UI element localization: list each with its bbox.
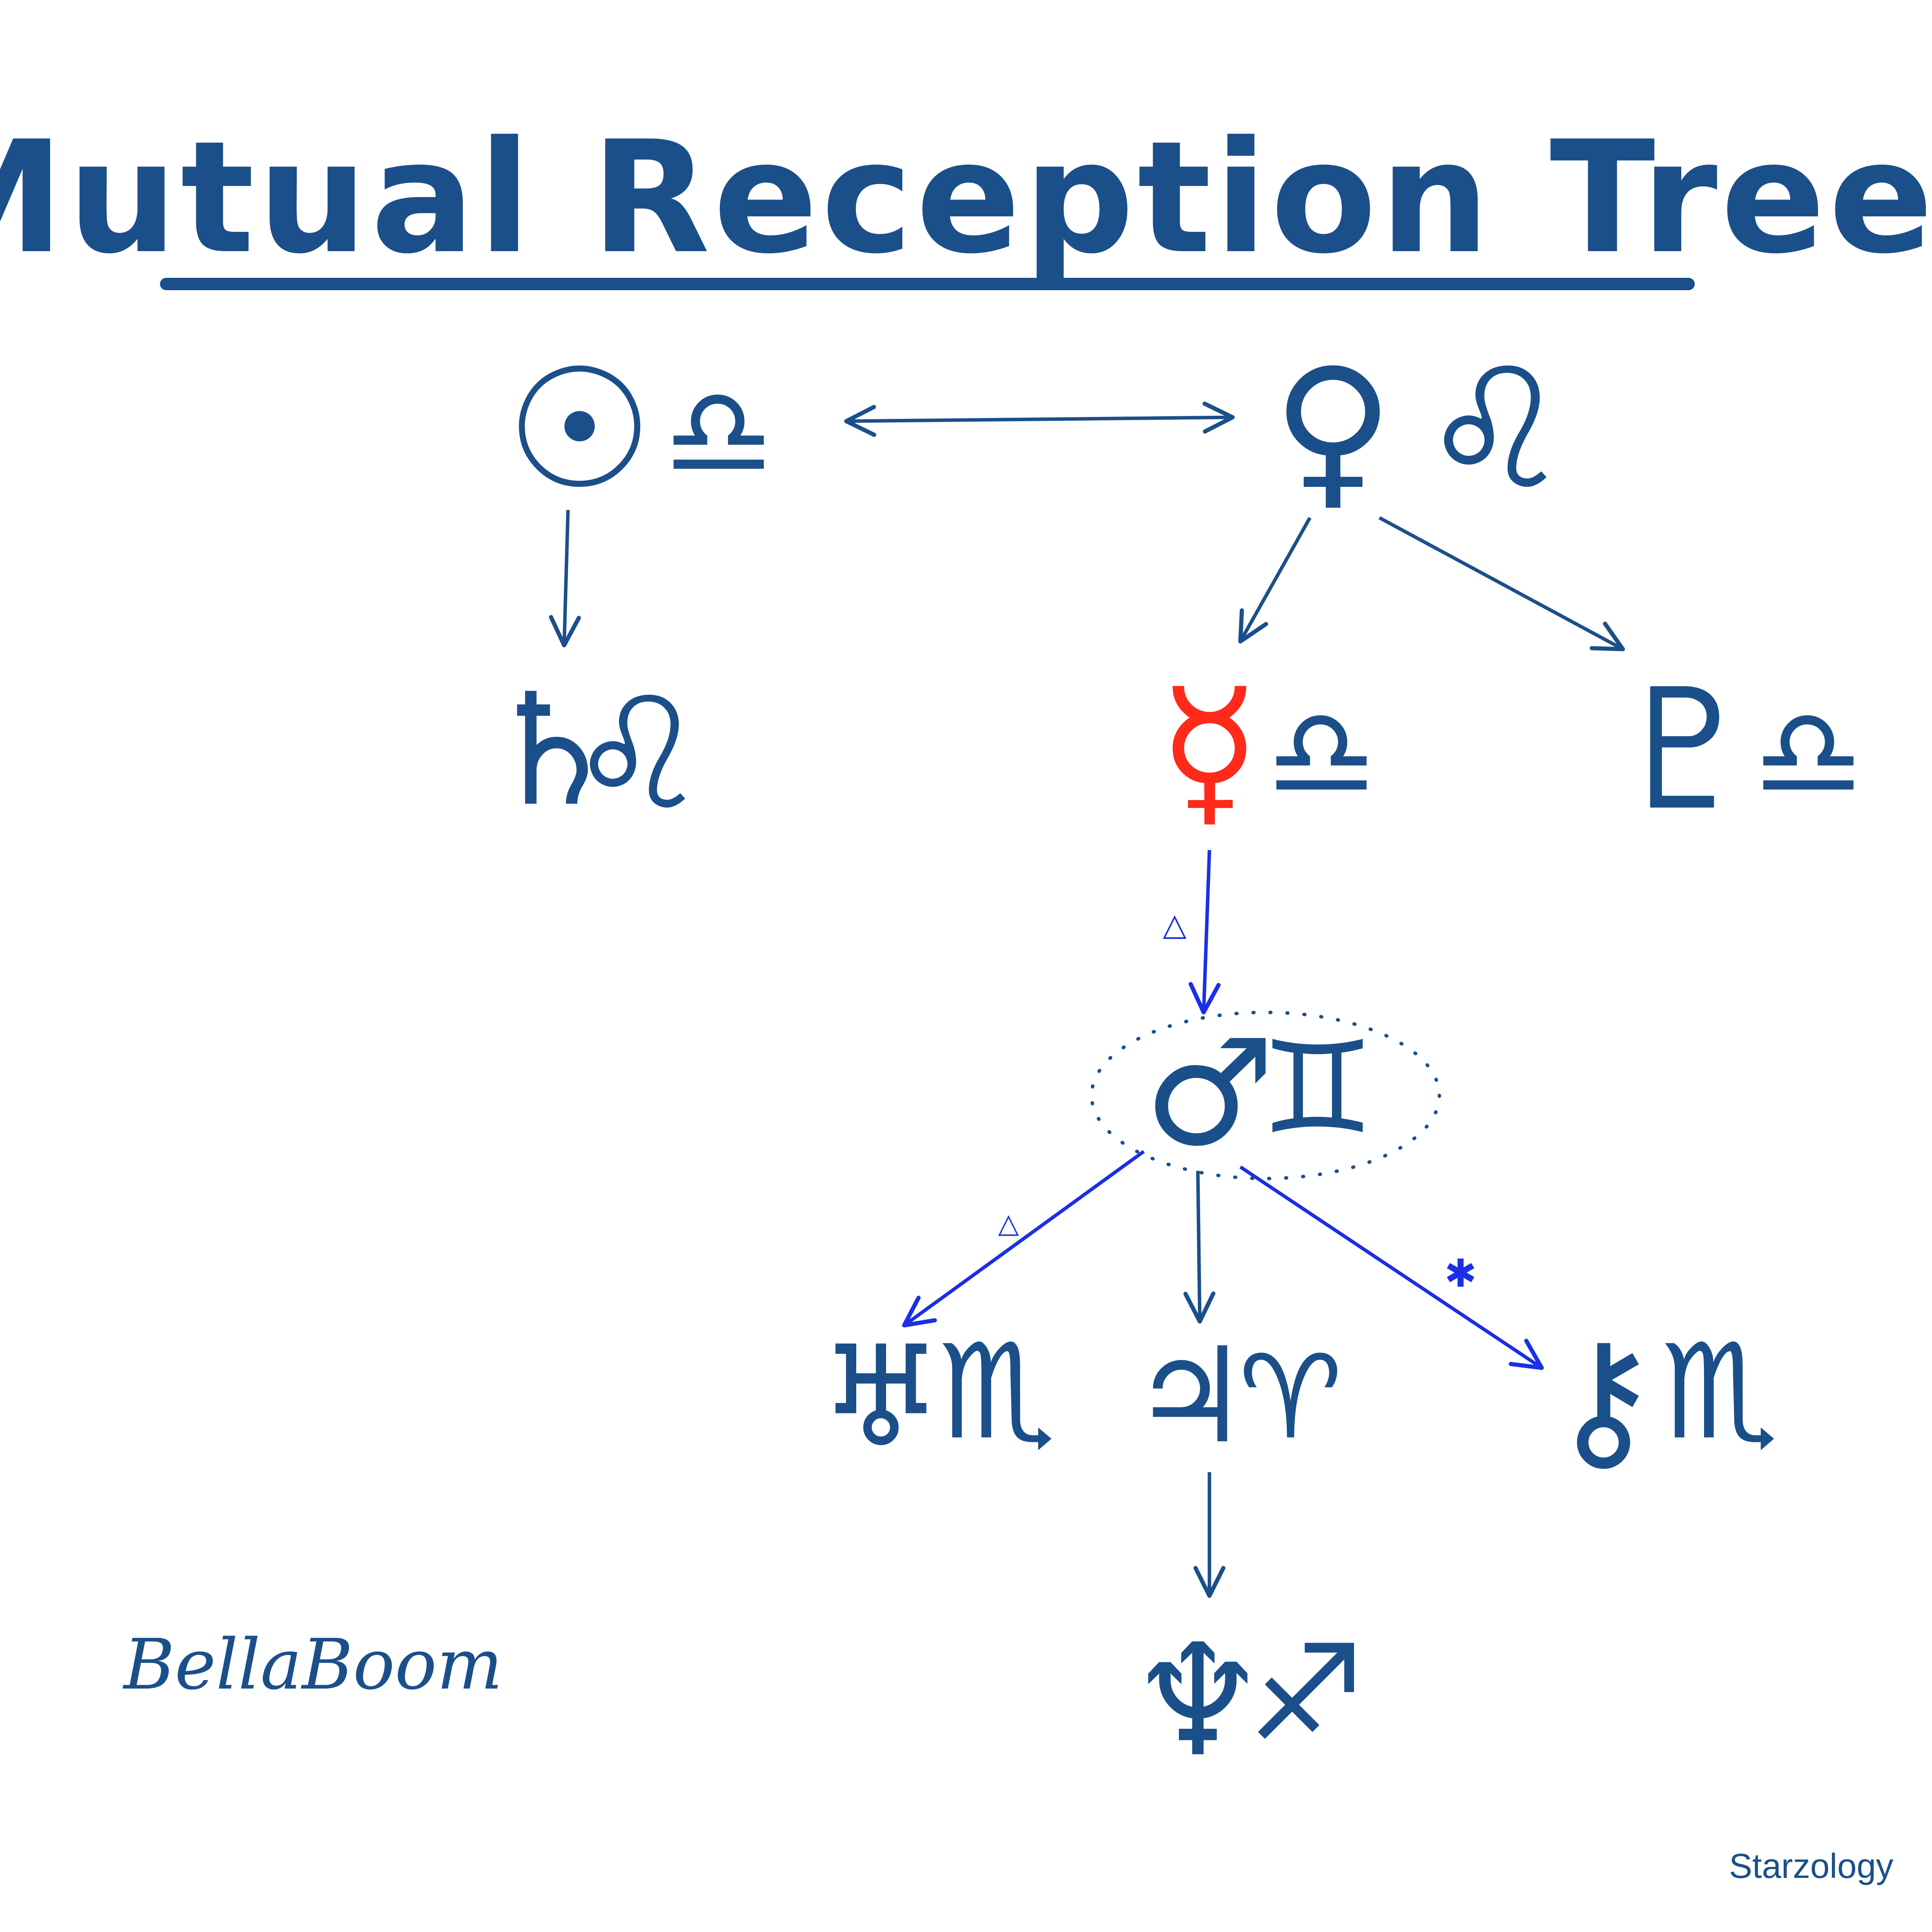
leo-glyph: ♌ [568,665,707,844]
diagram-title: Mutual Reception Tree [0,108,1932,288]
mars-glyph: ♂ [1144,1007,1276,1179]
gemini-glyph: ♊ [1260,1014,1375,1162]
chiron-glyph: ⚷ [1547,1310,1660,1490]
node-uranus-scorpio: ♅ ♏ [819,1316,1056,1478]
edge-mars-chiron [1239,1165,1544,1370]
edges [549,401,1625,1598]
node-saturn-leo: ♄ ♌ [483,661,707,844]
node-venus-leo: ♀ ♌ [1272,333,1570,526]
node-pluto-libra: ♇ ♎ [1610,654,1864,847]
saturn-glyph: ♄ [483,661,622,840]
uranus-glyph: ♅ [819,1316,944,1478]
aspect-labels: △ △ ✱ [998,906,1477,1296]
libra-glyph: ♎ [663,361,774,505]
node-mars-gemini: ♂ ♊ [1144,1007,1375,1179]
sextile-glyph: ✱ [1444,1251,1477,1296]
trine-glyph: △ [1163,906,1187,942]
edge-mars-uranus [902,1150,1145,1328]
node-chiron-scorpio: ⚷ ♏ [1547,1310,1779,1490]
libra-glyph: ♎ [1753,682,1864,825]
node-jupiter-aries: ♃ ♈ [1131,1320,1343,1473]
libra-glyph: ♎ [1266,682,1377,825]
leo-glyph: ♌ [1421,333,1570,526]
edge-sun-venus-mutual [844,401,1235,437]
edge-venus-pluto [1378,516,1625,651]
trine-glyph: △ [998,1208,1019,1239]
mercury-glyph: ☿ [1158,654,1260,847]
neptune-glyph: ♆ [1129,1611,1267,1791]
jupiter-glyph: ♃ [1131,1320,1249,1473]
node-sun-libra: ☉ ♎ [505,333,774,526]
node-neptune-sagittarius: ♆ ♐ [1129,1611,1365,1791]
scorpio-glyph: ♏ [938,1316,1056,1469]
scorpio-glyph: ♏ [1661,1316,1779,1469]
sun-glyph: ☉ [505,333,654,526]
node-mercury-libra: ☿ ♎ [1158,654,1377,847]
edge-mercury-mars [1189,850,1221,1015]
author-signature: BellaBoom [122,1624,503,1705]
venus-glyph: ♀ [1272,333,1394,526]
edge-venus-mercury [1238,517,1311,644]
source-credit: Starzology [1729,1847,1893,1886]
sagittarius-glyph: ♐ [1247,1617,1365,1770]
edge-sun-saturn [549,510,581,648]
mars-highlight-ring [1090,1010,1441,1180]
edge-mars-jupiter [1183,1170,1216,1324]
pluto-glyph: ♇ [1610,654,1759,847]
aries-glyph: ♈ [1239,1330,1343,1465]
